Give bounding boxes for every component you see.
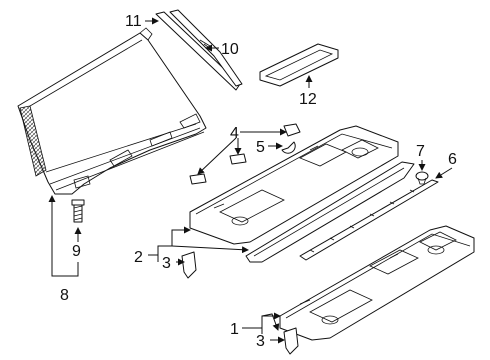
package-tray-lower (279, 225, 475, 341)
callout-9: 9 (72, 243, 81, 260)
grommet-part-7 (415, 171, 429, 185)
callout-3-lower: 3 (256, 333, 265, 350)
callout-12: 12 (299, 91, 317, 108)
callout-10: 10 (221, 41, 239, 58)
callout-1: 1 (230, 321, 239, 338)
sunshade-assembly (17, 27, 207, 195)
callout-5: 5 (256, 139, 265, 156)
callout-4: 4 (230, 125, 239, 142)
bumper-part-5 (281, 141, 296, 154)
callout-3-upper: 3 (162, 255, 171, 272)
callout-8: 8 (60, 287, 69, 304)
callout-labels: 11 10 12 4 5 7 6 2 3 1 3 9 8 (60, 13, 457, 350)
clip-part-3-upper (181, 251, 197, 279)
callout-6: 6 (448, 151, 457, 168)
tray-trim-panel (245, 161, 415, 263)
callout-7: 7 (416, 143, 425, 160)
bolt-part-9 (71, 199, 85, 223)
cover-panel (259, 43, 339, 87)
package-tray-upper (189, 125, 399, 245)
callout-11: 11 (125, 13, 142, 30)
weatherstrip (299, 179, 439, 261)
leader-lines (48, 17, 453, 344)
clip-part-3-lower (283, 327, 299, 355)
callout-2: 2 (134, 249, 143, 266)
